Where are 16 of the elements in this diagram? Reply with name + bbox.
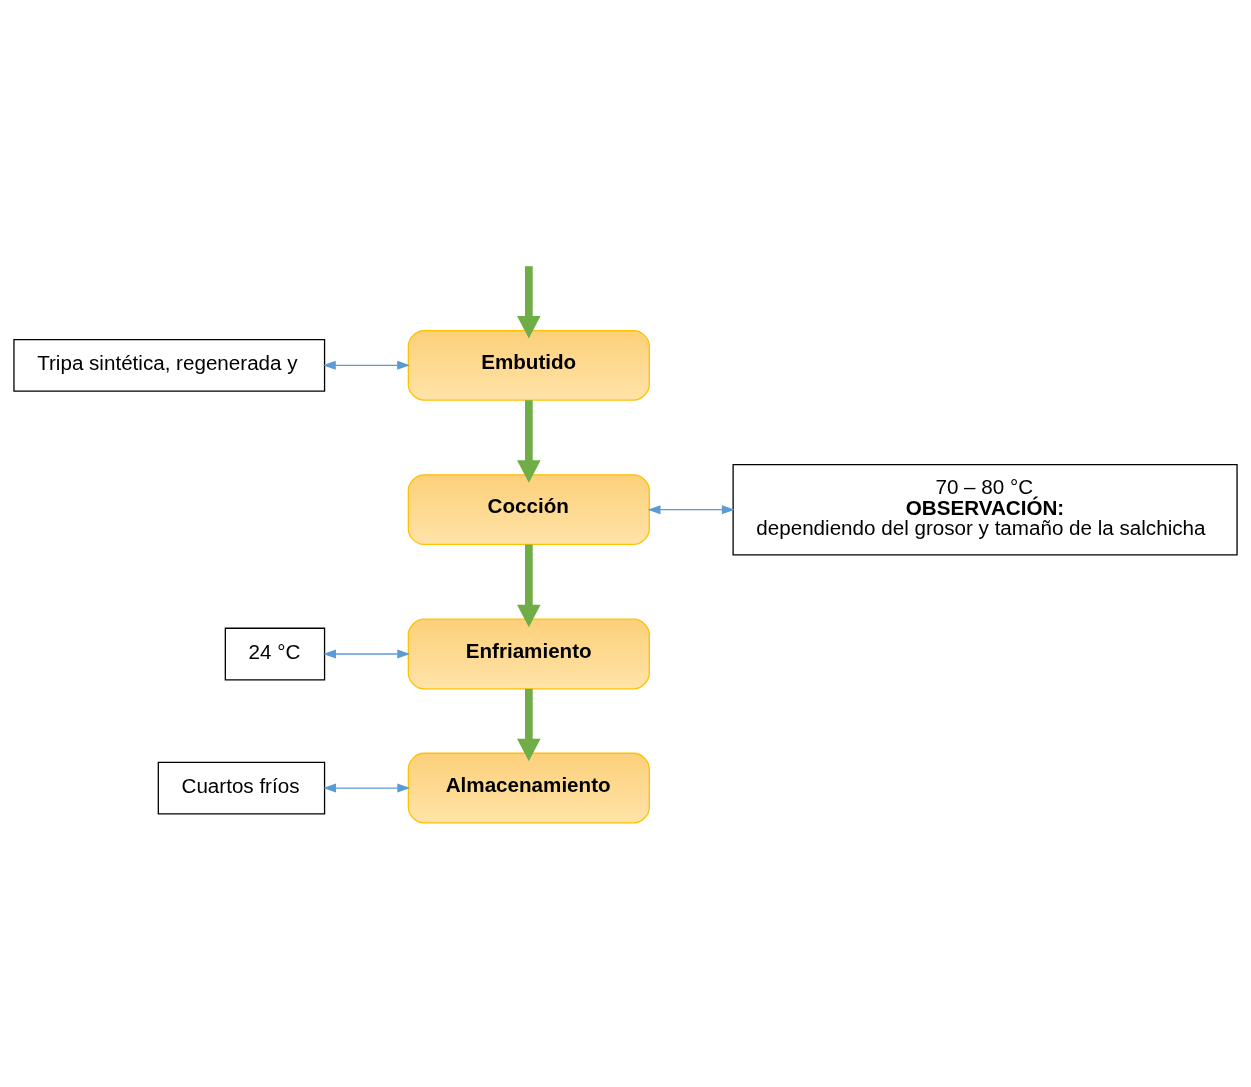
- node-box: Enfriamiento: [407, 618, 650, 689]
- node-box: Almacenamiento: [407, 752, 650, 823]
- arrow: [323, 783, 411, 793]
- node-box: Tripa sintética, regenerada y: [13, 338, 326, 392]
- arrow: [323, 649, 411, 659]
- arrow: [322, 360, 411, 370]
- arrow: [647, 504, 735, 514]
- arrow: [517, 265, 541, 338]
- node-box: Cocción: [407, 473, 650, 545]
- node-box: Cuartos fríos: [157, 761, 326, 814]
- node-box: 70 – 80 °C OBSERVACIÓN: dependiendo del grosor y tamaño de la salchicha: [732, 463, 1238, 555]
- node-box: 24 °C: [224, 627, 326, 680]
- arrow: [517, 688, 541, 761]
- arrow: [517, 544, 541, 627]
- arrow: [517, 399, 541, 483]
- node-box: Embutido: [407, 329, 650, 401]
